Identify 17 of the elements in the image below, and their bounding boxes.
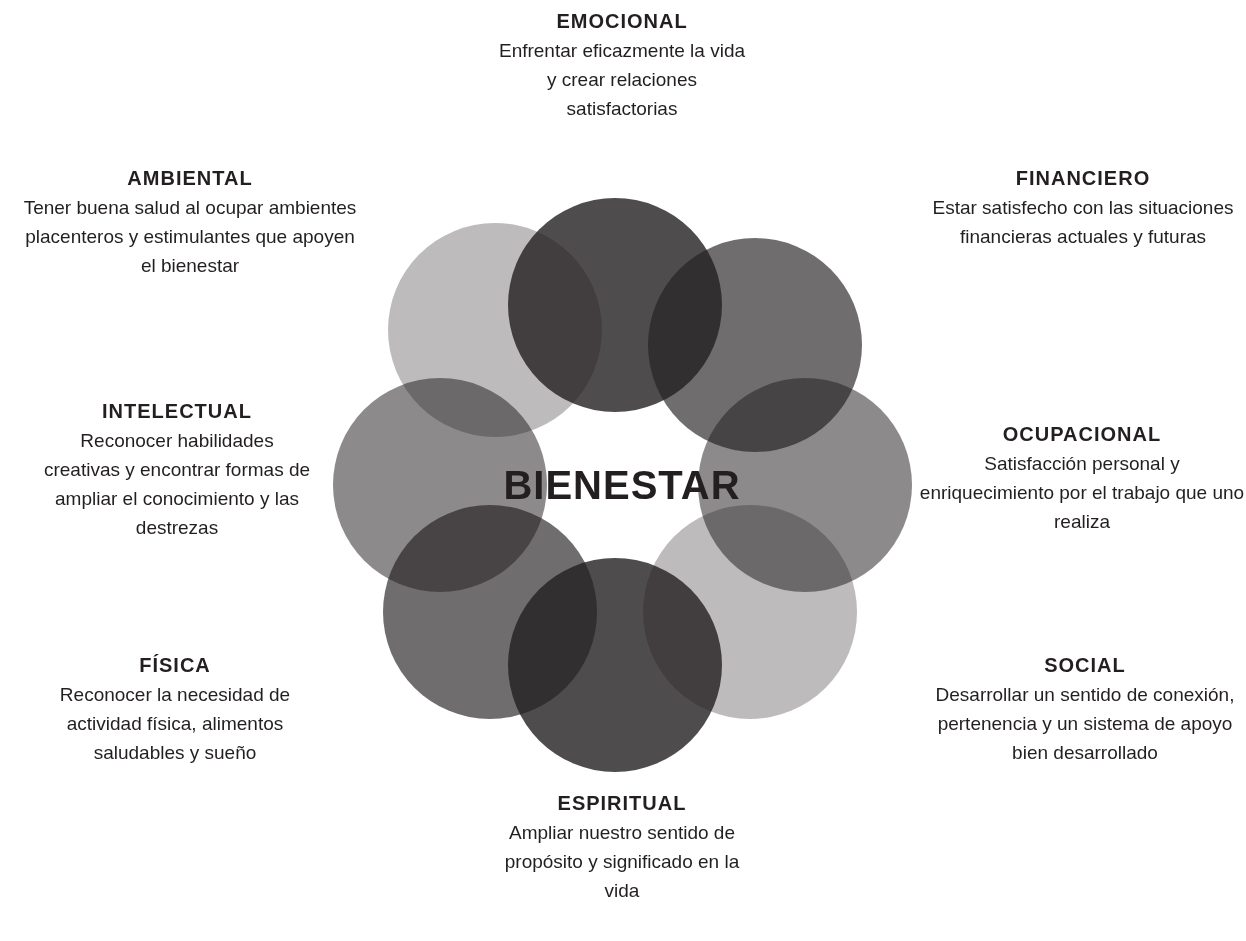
dimension-heading: ESPIRITUAL [557, 791, 687, 816]
dimension-description: Estar satisfecho con las situaciones financieras actuales y futuras [931, 196, 1235, 249]
dimension-description: Ampliar nuestro sentido de propósito y significado en la vida [503, 821, 741, 903]
dimension-heading: EMOCIONAL [556, 9, 688, 34]
dimension-description: Reconocer la necesidad de actividad física, alimentos saludables y sueño [58, 683, 292, 765]
dimension-heading: AMBIENTAL [127, 166, 253, 191]
dimension-heading: SOCIAL [1044, 653, 1126, 678]
dimension-description: Tener buena salud al ocupar ambientes placenteros y estimulantes que apoyen el bienestar [22, 196, 358, 278]
dimension-heading: FÍSICA [139, 653, 211, 678]
dimension-description: Reconocer habilidades creativas y encontrar formas de ampliar el conocimiento y las destrezas [42, 429, 312, 540]
dimension-heading: FINANCIERO [1015, 166, 1151, 191]
dimension-description: Desarrollar un sentido de conexión, pertenencia y un sistema de apoyo bien desarrollado [935, 683, 1235, 765]
dimension-description: Satisfacción personal y enriquecimiento por el trabajo que uno realiza [918, 452, 1246, 534]
dimension-description: Enfrentar eficazmente la vida y crear relaciones satisfactorias [497, 39, 747, 121]
dimension-heading: OCUPACIONAL [1002, 422, 1162, 447]
dimension-heading: INTELECTUAL [102, 399, 252, 424]
center-title: BIENESTAR [503, 462, 741, 509]
